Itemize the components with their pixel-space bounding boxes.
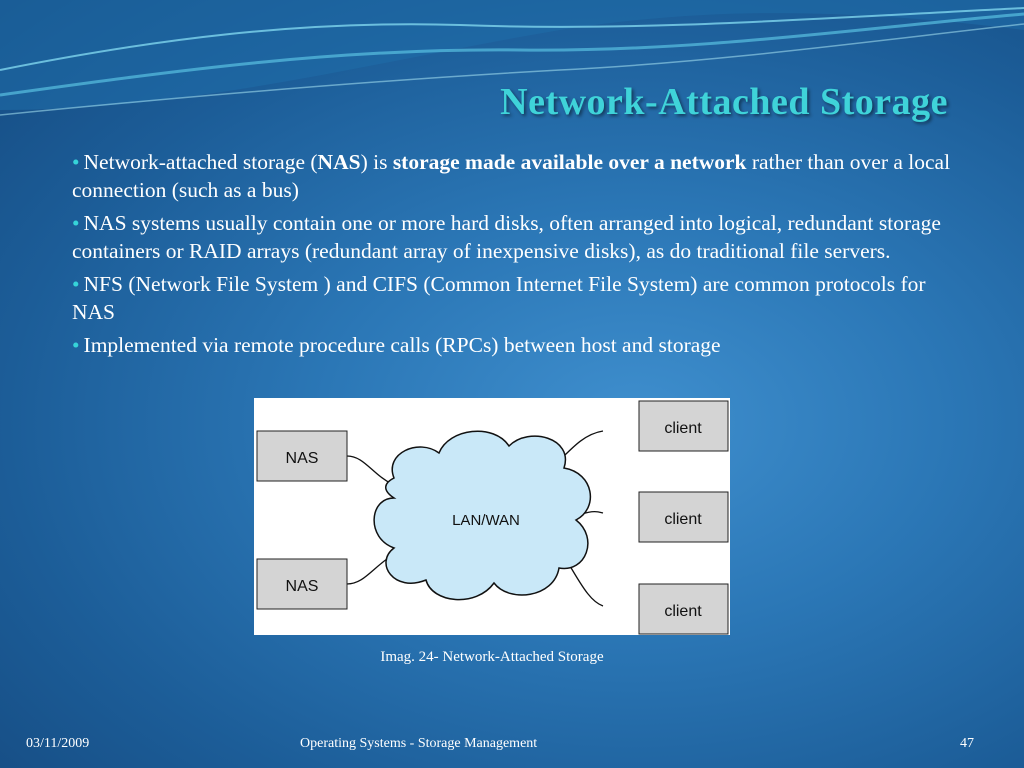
bullet-marker: • (72, 333, 80, 357)
text-segment: ) is (360, 150, 393, 174)
footer-date: 03/11/2009 (26, 736, 90, 751)
page-number: 47 (960, 736, 974, 751)
cloud-label: LAN/WAN (452, 512, 520, 529)
bullet-text: Implemented via remote procedure calls (… (83, 333, 721, 357)
client-node: client (638, 491, 729, 543)
nas-node: NAS (256, 430, 348, 482)
bold-segment: storage made available over a network (392, 150, 747, 174)
figure-caption: Imag. 24- Network-Attached Storage (380, 649, 604, 665)
bullet-marker: • (72, 272, 80, 296)
bullet-text: Network-attached storage (NAS) is storag… (72, 150, 950, 202)
client-label: client (664, 603, 702, 620)
lan-wan-cloud (373, 430, 592, 601)
text-segment: rather than over a local connection (suc… (72, 150, 951, 202)
connector-line (346, 455, 393, 485)
bullet-item: •NFS (Network File System ) and CIFS (Co… (72, 270, 952, 326)
client-label: client (664, 511, 702, 528)
bullet-text: NFS (Network File System ) and CIFS (Com… (72, 272, 926, 324)
bullet-item: •Network-attached storage (NAS) is stora… (72, 148, 952, 204)
text-segment: Network-attached storage ( (83, 150, 318, 174)
bullet-text: NAS systems usually contain one or more … (72, 211, 941, 263)
nas-node: NAS (256, 558, 348, 610)
bullet-list: •Network-attached storage (NAS) is stora… (72, 148, 952, 364)
nas-label: NAS (286, 450, 319, 467)
bullet-marker: • (72, 150, 80, 174)
bullet-item: •Implemented via remote procedure calls … (72, 331, 952, 359)
client-label: client (664, 420, 702, 437)
diagram-canvas: LAN/WAN NAS NAS client client client (256, 400, 729, 635)
bullet-item: •NAS systems usually contain one or more… (72, 209, 952, 265)
nas-diagram: LAN/WAN NAS NAS client client client (254, 398, 730, 635)
connector-line (569, 565, 604, 607)
decorative-waves (0, 0, 1024, 116)
client-node: client (638, 583, 729, 635)
bold-segment: NAS (317, 150, 361, 174)
footer-title: Operating Systems - Storage Management (300, 736, 538, 751)
slide-title: Network-Attached Storage (500, 81, 948, 123)
client-node: client (638, 400, 729, 452)
bullet-marker: • (72, 211, 80, 235)
nas-label: NAS (286, 578, 319, 595)
